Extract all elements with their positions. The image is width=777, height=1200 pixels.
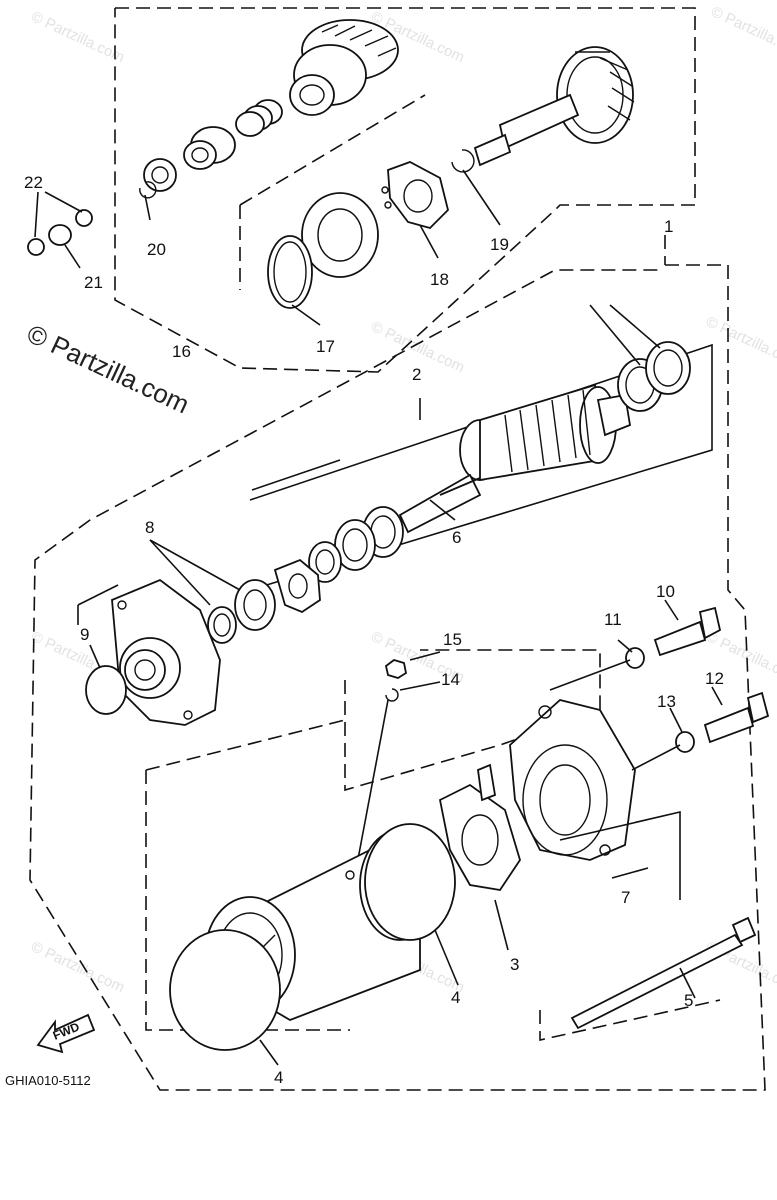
callout-14: 14 bbox=[441, 670, 460, 689]
callout-2: 2 bbox=[412, 365, 421, 384]
fwd-arrow: FWD bbox=[36, 1013, 96, 1054]
callout-11: 11 bbox=[604, 610, 622, 629]
front-cover-group bbox=[77, 539, 241, 726]
circlip-19 bbox=[451, 149, 475, 173]
watermark-main: © Partzilla.com bbox=[22, 318, 193, 419]
callout-6: 6 bbox=[452, 528, 461, 547]
callout-16: 16 bbox=[172, 342, 191, 361]
armature-group bbox=[207, 304, 713, 644]
callout-9: 9 bbox=[80, 625, 89, 644]
callout-17: 17 bbox=[316, 337, 335, 356]
callout-labels: 1 2 3 4 4 5 6 7 8 9 10 11 12 13 14 15 16… bbox=[24, 173, 724, 1087]
callout-20: 20 bbox=[147, 240, 166, 259]
circlip-20 bbox=[139, 181, 157, 199]
rear-cover-group bbox=[509, 659, 681, 900]
callout-21: 21 bbox=[84, 273, 103, 292]
callout-7: 7 bbox=[621, 888, 630, 907]
brush-holder-group bbox=[438, 763, 521, 951]
shim-4-right bbox=[364, 823, 456, 941]
watermark-text: © Partzilla.com bbox=[708, 3, 777, 61]
callout-12: 12 bbox=[705, 669, 724, 688]
o-ring-9 bbox=[85, 665, 127, 715]
shim-4-left bbox=[169, 929, 281, 1051]
callout-18: 18 bbox=[430, 270, 449, 289]
callout-5: 5 bbox=[684, 991, 693, 1010]
callout-15: 15 bbox=[443, 630, 462, 649]
clutch-gear-teeth bbox=[321, 24, 397, 57]
callout-8: 8 bbox=[145, 518, 154, 537]
pinion-teeth bbox=[575, 51, 635, 121]
washer-13 bbox=[675, 731, 695, 753]
watermark-text: © Partzilla.com bbox=[703, 313, 777, 371]
washer-11 bbox=[625, 647, 645, 669]
callout-1: 1 bbox=[664, 217, 673, 236]
callout-4: 4 bbox=[274, 1068, 283, 1087]
spring bbox=[235, 99, 283, 137]
callout-19: 19 bbox=[490, 235, 509, 254]
callout-4: 4 bbox=[451, 988, 460, 1007]
through-bolt-group bbox=[539, 916, 757, 1041]
callout-10: 10 bbox=[656, 582, 675, 601]
brush-holder-parts-21-22 bbox=[27, 191, 93, 269]
callout-3: 3 bbox=[510, 955, 519, 974]
callout-22: 22 bbox=[24, 173, 43, 192]
watermark-text: © Partzilla.com bbox=[28, 938, 127, 996]
main-starter-group bbox=[29, 235, 766, 1091]
clutch-assembly-group bbox=[114, 7, 696, 373]
diagram-code: GHIA010-5112 bbox=[5, 1073, 91, 1088]
bolts-washers-group bbox=[617, 599, 770, 753]
armature-slots bbox=[504, 389, 591, 473]
yoke-group bbox=[169, 823, 459, 1066]
callout-13: 13 bbox=[657, 692, 676, 711]
watermark-text: © Partzilla.com bbox=[28, 8, 127, 66]
